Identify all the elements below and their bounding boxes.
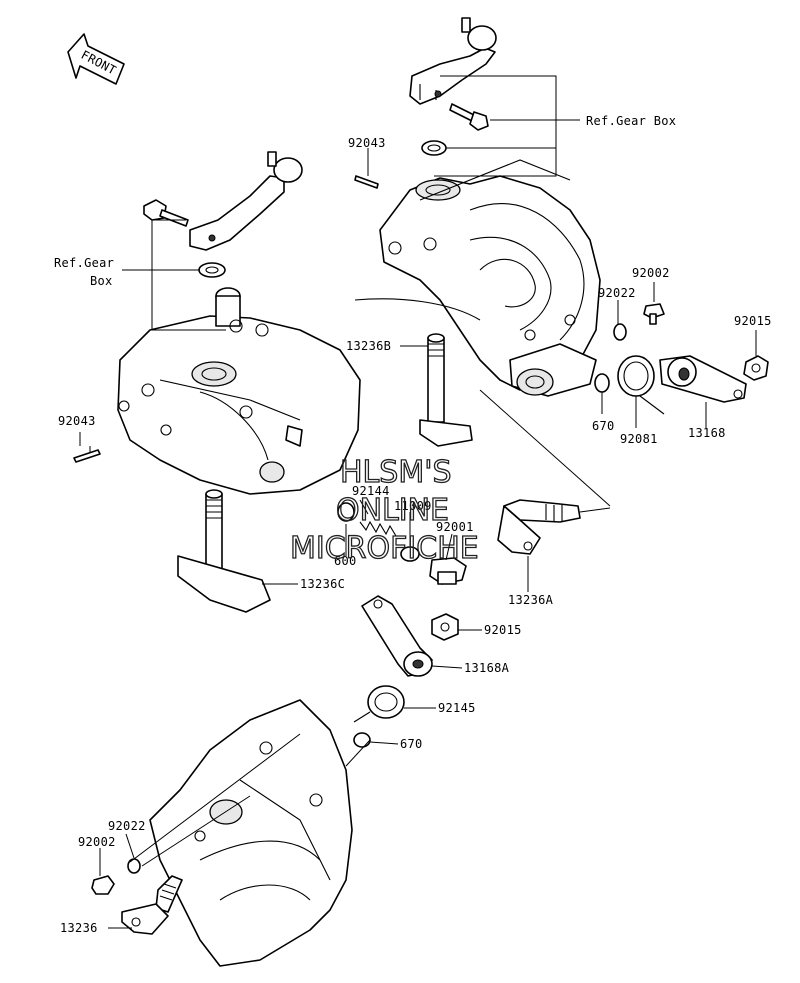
callout-labels: Ref.Gear Box Ref.Gear Box 92043 92043 92… [54, 114, 772, 935]
label-92002-low: 92002 [78, 835, 116, 849]
label-92022-low: 92022 [108, 819, 146, 833]
bolt-92002-low [91, 875, 115, 895]
bolt-upper-right [449, 103, 489, 131]
label-ref-gear-box-left-2: Box [90, 274, 113, 288]
oil-seal-left [198, 262, 226, 278]
label-92002-right: 92002 [632, 266, 670, 280]
front-arrow-badge: FRONT [67, 33, 125, 85]
label-13236: 13236 [60, 921, 98, 935]
pin-92043-top [354, 175, 379, 189]
gear-case-right [379, 159, 601, 397]
shaft-13236 [121, 875, 183, 935]
shift-arm-upper-right [409, 17, 497, 105]
nut-92015-mid [431, 613, 459, 641]
label-13236A: 13236A [508, 593, 554, 607]
plug-92001 [429, 557, 467, 585]
shaft-13236B [419, 333, 473, 447]
label-92043-left: 92043 [58, 414, 96, 428]
spring-92144 [359, 520, 397, 537]
oring-670-right [594, 373, 610, 393]
label-92081: 92081 [620, 432, 658, 446]
label-600: 600 [334, 554, 357, 568]
watermark-line-1: HLSM'S [340, 455, 452, 490]
watermark: HLSM'S ONLINE MICROFICHE [289, 454, 479, 566]
oring-670-low [353, 732, 371, 748]
washer-92022-low [127, 858, 141, 874]
label-11009: 11009 [394, 499, 432, 513]
gear-case-bottom [149, 699, 353, 967]
label-92144: 92144 [352, 484, 390, 498]
spring-92145 [353, 685, 405, 723]
nut-92015-right [743, 355, 769, 381]
label-13236B: 13236B [346, 339, 391, 353]
label-92043-top: 92043 [348, 136, 386, 150]
arm-13168 [659, 355, 747, 403]
label-ref-gear-box-left-1: Ref.Gear [54, 256, 114, 270]
gasket-11009 [400, 546, 420, 562]
pin-92043-left [73, 449, 101, 463]
label-92022-right: 92022 [598, 286, 636, 300]
label-13236C: 13236C [300, 577, 345, 591]
gear-case-left [117, 287, 361, 495]
label-92015-right: 92015 [734, 314, 772, 328]
shaft-13236A [497, 499, 581, 555]
watermark-line-3: MICROFICHE [290, 531, 479, 566]
oil-seal-upper [421, 140, 447, 156]
bolt-92002-right [643, 303, 665, 325]
label-ref-gear-box-top: Ref.Gear Box [586, 114, 676, 128]
housing-edge-line [354, 298, 481, 321]
washer-92022-right [613, 323, 627, 341]
spring-92081 [617, 355, 665, 415]
label-13168A: 13168A [464, 661, 510, 675]
shaft-13236C [177, 489, 271, 613]
label-13168: 13168 [688, 426, 726, 440]
label-670-right: 670 [592, 419, 615, 433]
label-92145: 92145 [438, 701, 476, 715]
shift-arm-upper-left [189, 151, 303, 251]
leader-lines [79, 75, 757, 929]
arm-13168A [361, 595, 433, 677]
label-670-low: 670 [400, 737, 423, 751]
washer-600 [337, 502, 355, 522]
watermark-line-2: ONLINE [336, 493, 449, 528]
bolt-upper-left [143, 199, 189, 227]
label-92001: 92001 [436, 520, 474, 534]
label-92015-mid: 92015 [484, 623, 522, 637]
